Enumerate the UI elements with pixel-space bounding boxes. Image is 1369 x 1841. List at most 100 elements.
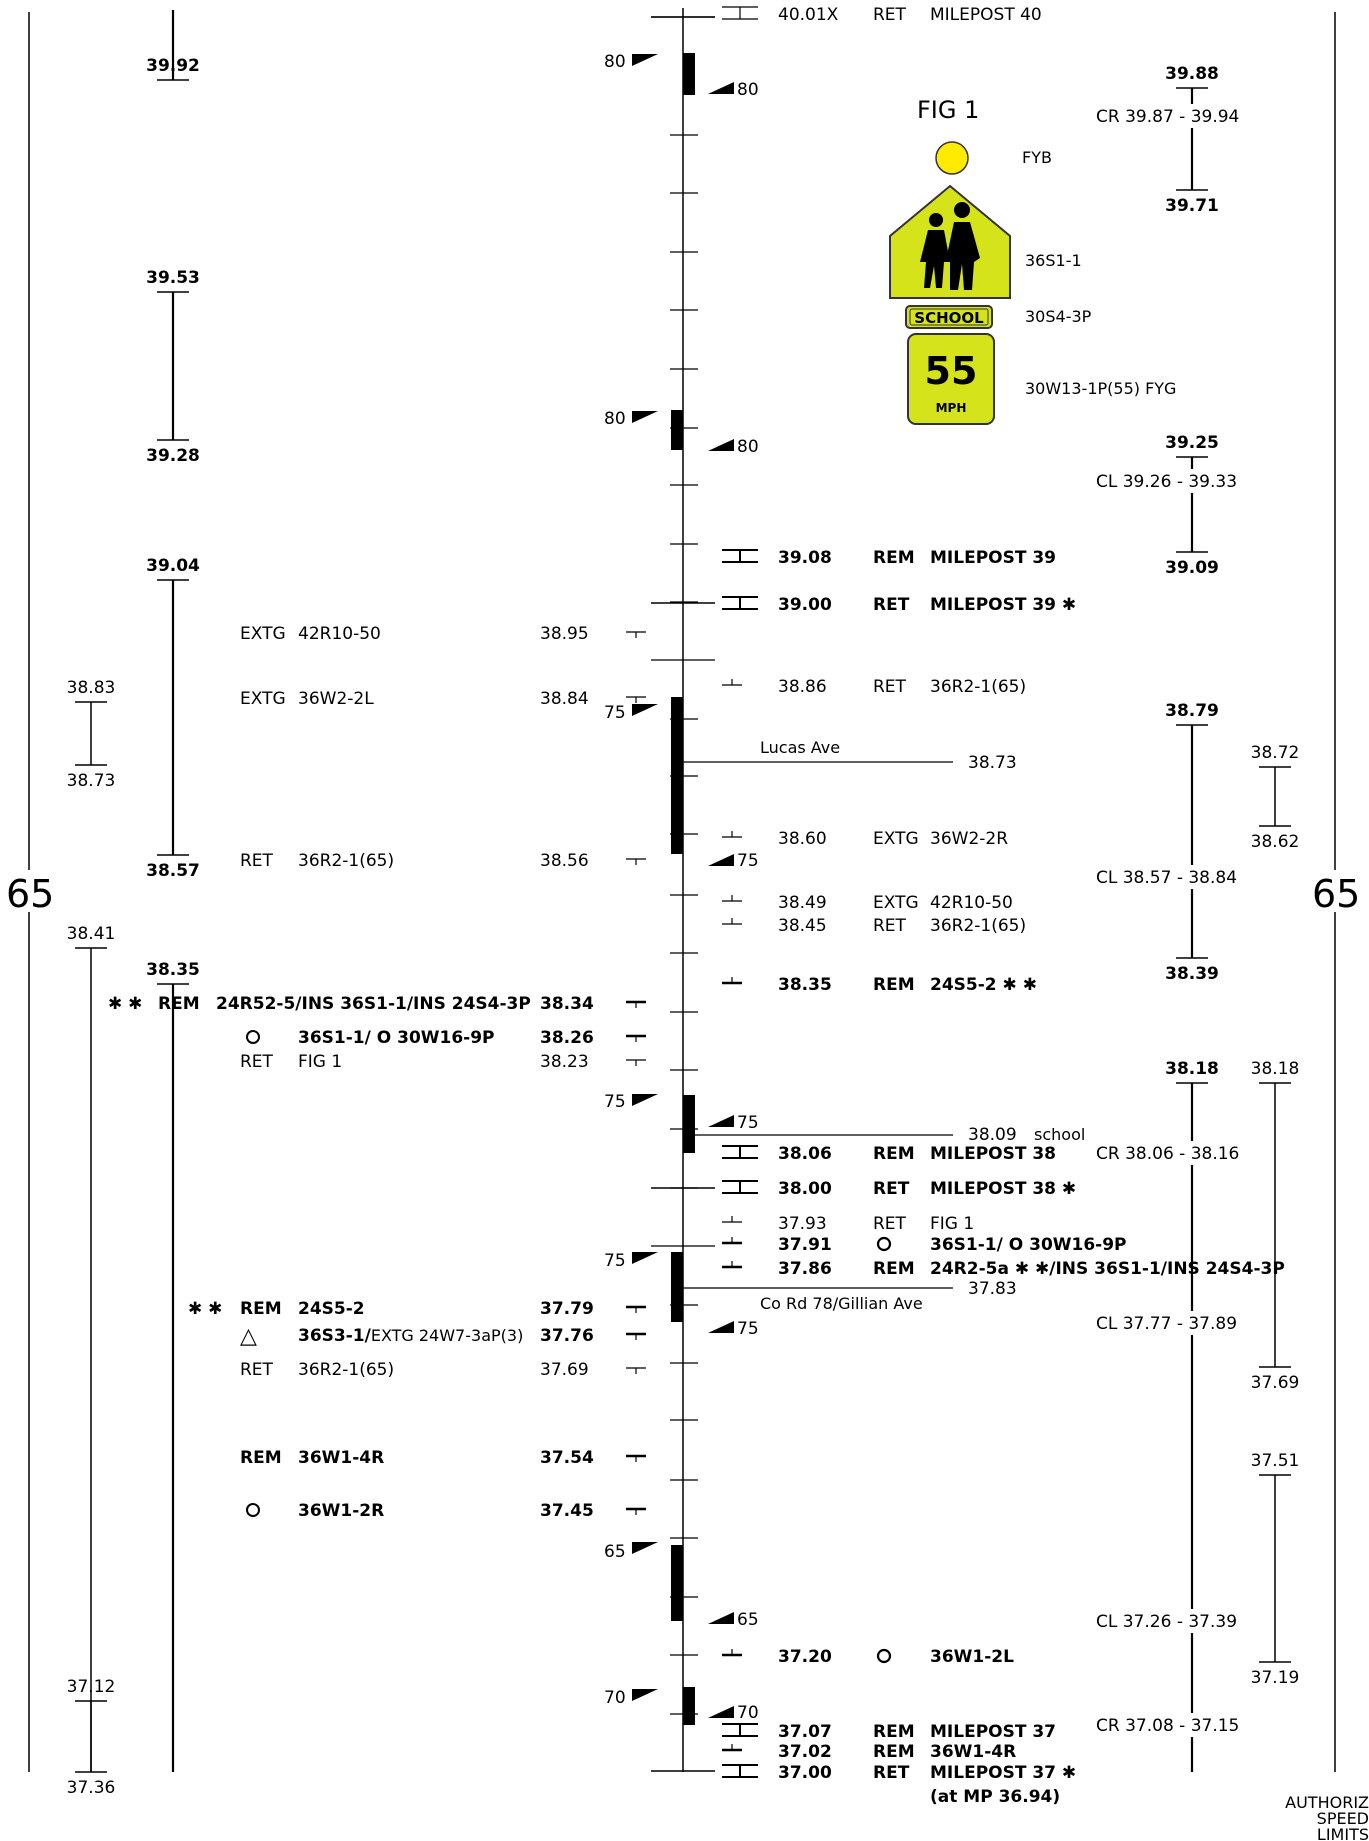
right-item-milepost: 39.00 xyxy=(778,595,832,615)
triangle-symbol-icon: △ xyxy=(240,1324,257,1349)
right-item-milepost: 37.86 xyxy=(778,1259,832,1279)
bracket-top-label: 38.18 xyxy=(1251,1059,1300,1079)
bracket-top-label: 39.53 xyxy=(146,268,200,288)
speed-limit-left: 65 xyxy=(6,872,54,916)
school-plaque-icon xyxy=(905,305,993,329)
left-item-milepost: 38.84 xyxy=(540,689,589,709)
yellow-beacon-icon xyxy=(935,141,969,175)
speed-zone-left-label: 80 xyxy=(604,52,626,72)
bracket-bottom-label: 39.09 xyxy=(1165,558,1219,578)
right-item-description: MILEPOST 37 xyxy=(930,1722,1056,1742)
right-item-description: 24R2-5a ✱ ✱/INS 36S1-1/INS 24S4-3P xyxy=(930,1259,1285,1279)
milepost-bracket: 38.35 xyxy=(146,960,200,1772)
fig1-group: FIG 1 FYB 36S1-1 SCHOOL 30S4-3P 55 MPH 3… xyxy=(889,96,1176,425)
left-item-milepost: 38.56 xyxy=(540,851,589,871)
left-item-action: RET xyxy=(240,851,274,871)
speed-zone-left-label: 75 xyxy=(604,1251,626,1271)
road-milepost: 38.73 xyxy=(968,753,1017,773)
speed-limit-right: 65 xyxy=(1312,872,1360,916)
install-circle-icon xyxy=(876,1236,892,1252)
bracket-top-label: 38.35 xyxy=(146,960,200,980)
right-speed-gap xyxy=(1321,870,1343,912)
left-item-milepost: 37.54 xyxy=(540,1448,594,1468)
corner-label-line: AUTHORIZ xyxy=(1285,1793,1369,1812)
right-item-action: RET xyxy=(873,5,907,25)
left-item-action: REM xyxy=(240,1299,282,1319)
road-name: Lucas Ave xyxy=(760,738,840,757)
speed-zone-right-label: 75 xyxy=(737,1113,759,1133)
range-label: CR 39.87 - 39.94 xyxy=(1096,107,1239,127)
bracket-bottom-label: 38.62 xyxy=(1251,832,1300,852)
speed-zone-right-label: 70 xyxy=(737,1703,759,1723)
left-item-milepost: 38.34 xyxy=(540,994,594,1014)
range-label-bg xyxy=(1096,865,1256,889)
speed-plaque-unit: MPH xyxy=(936,401,967,415)
milepost-bracket: 38.18 37.69 xyxy=(1251,1059,1300,1393)
bracket-top-label: 39.25 xyxy=(1165,433,1219,453)
beacon-label: FYB xyxy=(1022,148,1052,167)
install-circle-icon xyxy=(246,1030,260,1044)
speed-zone-left-label: 65 xyxy=(604,1542,626,1562)
speed-zone-left-label: 75 xyxy=(604,1092,626,1112)
speed-zone-block xyxy=(683,1687,695,1725)
speed-zone-left-label: 80 xyxy=(604,409,626,429)
left-item-milepost: 37.79 xyxy=(540,1299,594,1319)
speed-flag-right xyxy=(708,1706,734,1718)
bracket-bottom-label: 38.39 xyxy=(1165,964,1219,984)
left-item-action: REM xyxy=(158,994,200,1014)
right-item-description: 36W2-2R xyxy=(930,829,1008,849)
bracket-bottom-label: 37.69 xyxy=(1251,1373,1300,1393)
left-item-description: 24S5-2 xyxy=(298,1299,365,1319)
road-milepost: 37.83 xyxy=(968,1279,1017,1299)
bracket-top-label: 37.12 xyxy=(67,1677,116,1697)
right-item-action: REM xyxy=(873,975,915,995)
range-label-bg xyxy=(1096,1609,1256,1633)
range-label: CL 39.26 - 39.33 xyxy=(1096,472,1237,492)
bracket-top-label: 38.41 xyxy=(67,924,116,944)
bracket-top-label: 39.04 xyxy=(146,556,200,576)
right-item-description: 36R2-1(65) xyxy=(930,916,1026,936)
milepost-bracket: 38.18 xyxy=(1165,1059,1219,1772)
speed-flag-right xyxy=(708,82,734,94)
range-label-bg xyxy=(1096,1141,1256,1165)
speed-flags xyxy=(632,54,734,1718)
right-item-milepost: 37.00 xyxy=(778,1763,832,1783)
right-item-action: RET xyxy=(873,677,907,697)
speed-plaque-icon xyxy=(907,333,995,425)
sign1-label: 36S1-1 xyxy=(1025,251,1082,270)
right-item-description: MILEPOST 40 xyxy=(930,5,1042,25)
milepost-bracket: 39.25 39.09 xyxy=(1165,433,1219,578)
bracket-top-label: 38.79 xyxy=(1165,701,1219,721)
left-item-milepost: 38.26 xyxy=(540,1028,594,1048)
bracket-top-label: 37.51 xyxy=(1251,1451,1300,1471)
right-item-description: 36S1-1/ O 30W16-9P xyxy=(930,1235,1127,1255)
right-item-description: MILEPOST 39 ✱ xyxy=(930,595,1076,615)
right-item-action: REM xyxy=(873,1722,915,1742)
right-item-action: REM xyxy=(873,1259,915,1279)
left-item-milepost: 37.45 xyxy=(540,1501,594,1521)
range-label-bg xyxy=(1096,469,1256,493)
right-item-action: EXTG xyxy=(873,829,919,849)
right-item-milepost: 37.07 xyxy=(778,1722,832,1742)
speed-zone-left-label: 75 xyxy=(604,703,626,723)
left-item-description: 36R2-1(65) xyxy=(298,1360,394,1380)
range-label: CR 37.08 - 37.15 xyxy=(1096,1716,1239,1736)
bracket-bottom-label: 39.71 xyxy=(1165,196,1219,216)
right-item-description: 42R10-50 xyxy=(930,893,1013,913)
